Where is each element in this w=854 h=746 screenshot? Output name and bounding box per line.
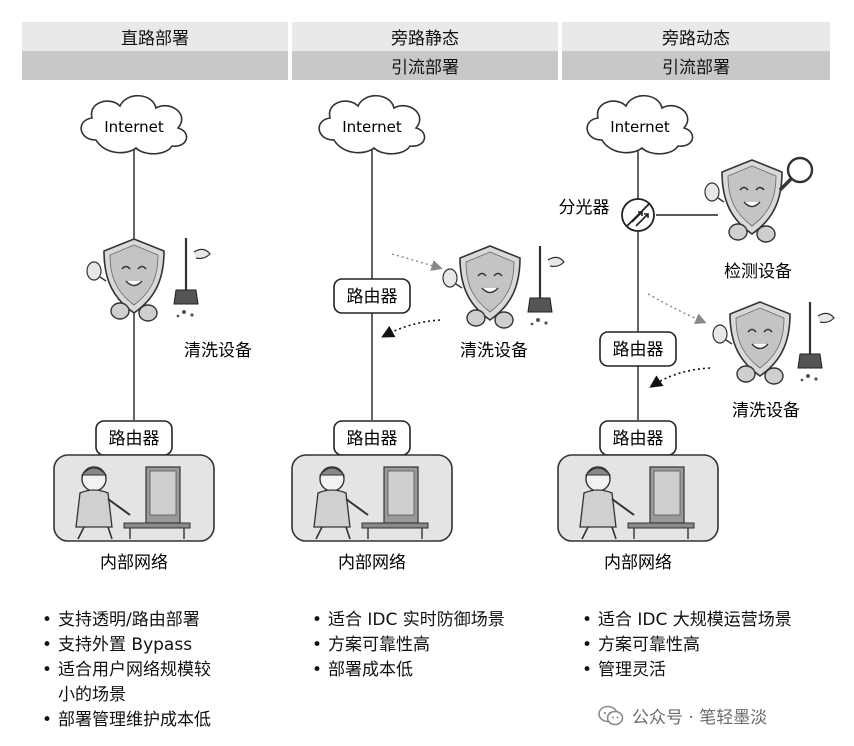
column3-router-label: 路由器 — [613, 429, 664, 449]
column1-diagram: Internet 清洗设备 路由器 内部网络 — [53, 94, 252, 573]
column3-router: 路由器 — [599, 420, 677, 456]
column1-internet-cloud: Internet — [80, 94, 188, 155]
column2-header-line1: 旁路静态 — [292, 22, 558, 51]
column2-router-label: 路由器 — [347, 429, 398, 449]
column2-header-line2: 引流部署 — [292, 51, 558, 80]
bullet-item: 管理灵活 — [580, 658, 840, 683]
wechat-icon — [598, 705, 624, 725]
column2-diversion-arrow — [391, 253, 443, 271]
column1-header-title: 直路部署 — [22, 22, 288, 51]
column3-diversion-arrow — [647, 293, 707, 324]
column2-router-top: 路由器 — [333, 278, 411, 314]
column3-internet-cloud: Internet — [586, 94, 694, 155]
column3-internal-network: 内部网络 — [557, 454, 719, 573]
column1-cleaning-label: 清洗设备 — [184, 341, 252, 361]
column3-header-line2: 引流部署 — [562, 51, 830, 80]
column1-header-bg — [22, 51, 288, 80]
bullet-item: 适合用户网络规模较 — [40, 658, 290, 683]
deployment-diagram: Internet 清洗设备 路由器 内部网络 Internet 路由器 — [53, 94, 836, 573]
column2-cleaning-label: 清洗设备 — [460, 341, 528, 361]
column3-header-line1: 旁路动态 — [562, 22, 830, 51]
column1-internal-network: 内部网络 — [53, 454, 215, 573]
column2-router: 路由器 — [333, 420, 411, 456]
column3-network-label: 内部网络 — [604, 553, 672, 573]
column2-return-arrow — [381, 319, 441, 338]
column1-cleaning-device: 清洗设备 — [86, 236, 252, 361]
column3-cleaning-device: 清洗设备 — [712, 300, 836, 421]
column1-header: 直路部署 — [22, 22, 288, 80]
bullet-item: 适合 IDC 实时防御场景 — [310, 608, 560, 633]
bullet-item-continuation: 小的场景 — [58, 685, 126, 705]
column1-bullets: 支持透明/路由部署 支持外置 Bypass 适合用户网络规模较 小的场景 部署管… — [40, 608, 290, 733]
column2-router-top-label: 路由器 — [347, 287, 398, 307]
column2-internal-network: 内部网络 — [291, 454, 453, 573]
bullet-item: 支持外置 Bypass — [40, 633, 290, 658]
bullet-item: 适合 IDC 大规模运营场景 — [580, 608, 840, 633]
column2-diagram: Internet 路由器 清洗设备 路由器 内部网络 — [291, 94, 566, 573]
column2-network-label: 内部网络 — [338, 553, 406, 573]
column3-return-arrow — [649, 367, 711, 388]
bullet-item: 方案可靠性高 — [310, 633, 560, 658]
column3-optical-splitter: 分光器 — [559, 198, 718, 232]
column3-bullets: 适合 IDC 大规模运营场景 方案可靠性高 管理灵活 — [580, 608, 840, 683]
column2-cleaning-device: 清洗设备 — [442, 244, 566, 361]
bullet-item: 部署管理维护成本低 — [40, 708, 290, 733]
bullet-item: 部署成本低 — [310, 658, 560, 683]
column3-splitter-label: 分光器 — [559, 198, 610, 218]
column1-network-label: 内部网络 — [100, 553, 168, 573]
column3-router-top-label: 路由器 — [613, 340, 664, 360]
column3-router-top: 路由器 — [599, 331, 677, 367]
column2-internet-label: Internet — [342, 118, 402, 136]
bullet-item: 方案可靠性高 — [580, 633, 840, 658]
watermark: 公众号 · 笔轻墨淡 — [598, 703, 767, 728]
column3-internet-label: Internet — [610, 118, 670, 136]
column1-router: 路由器 — [95, 420, 173, 456]
watermark-text: 公众号 · 笔轻墨淡 — [632, 708, 768, 728]
column3-cleaning-label: 清洗设备 — [732, 401, 800, 421]
column3-detection-device: 检测设备 — [704, 156, 814, 282]
column2-header: 旁路静态 引流部署 — [292, 22, 558, 80]
column3-header: 旁路动态 引流部署 — [562, 22, 830, 80]
column3-diagram: Internet 分光器 检测设备 路由器 清洗设备 路由器 — [557, 94, 836, 573]
bullet-item: 支持透明/路由部署 — [40, 608, 290, 633]
column1-internet-label: Internet — [104, 118, 164, 136]
column2-bullets: 适合 IDC 实时防御场景 方案可靠性高 部署成本低 — [310, 608, 560, 683]
column1-router-label: 路由器 — [109, 429, 160, 449]
column2-internet-cloud: Internet — [318, 94, 426, 155]
column3-detect-label: 检测设备 — [724, 262, 792, 282]
